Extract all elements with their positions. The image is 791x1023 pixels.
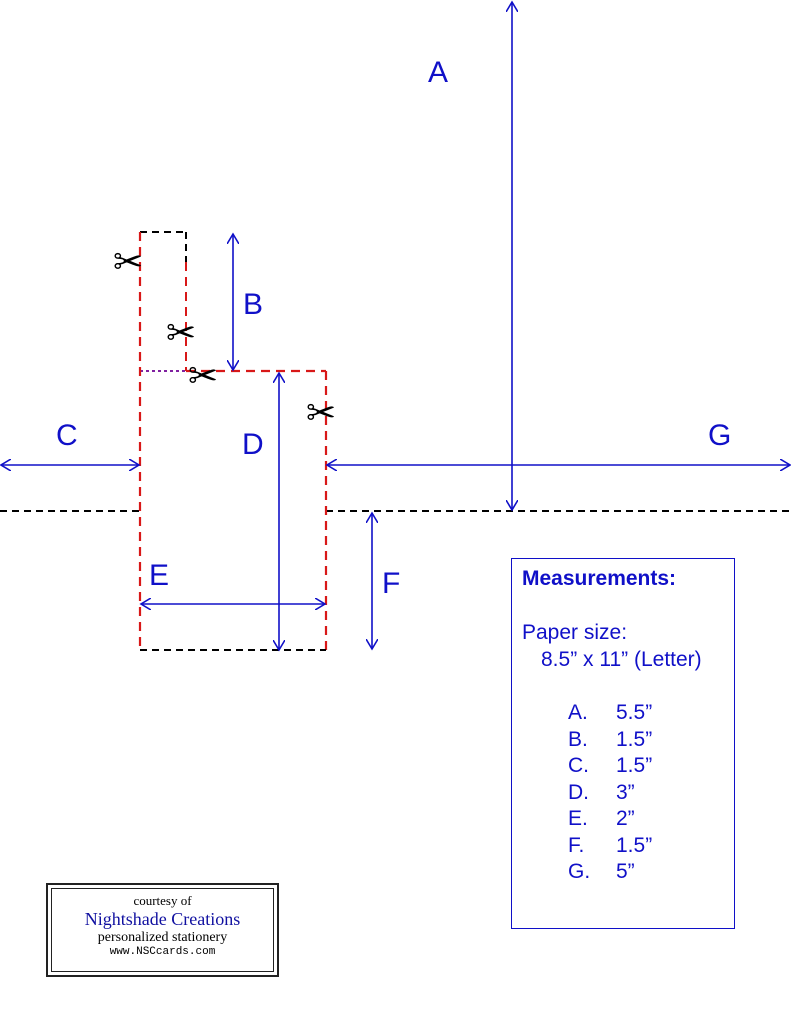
paper-size-value: 8.5” x 11” (Letter) — [541, 648, 702, 671]
measurement-value: 3” — [616, 780, 635, 804]
measurement-item: G. 5” — [568, 859, 652, 886]
scissors-icon: ✂ — [166, 313, 196, 354]
measurement-letter: G. — [568, 860, 591, 883]
dimension-e-label: E — [149, 559, 169, 592]
dimension-b-label: B — [243, 288, 263, 321]
credit-inner: courtesy of Nightshade Creations persona… — [51, 888, 274, 972]
measurement-value: 5” — [616, 860, 635, 883]
measurement-letter: F. — [568, 833, 585, 857]
scissors-icon: ✂ — [113, 242, 143, 283]
measurements-title: Measurements: — [522, 567, 677, 590]
measurement-letter: D. — [568, 780, 589, 804]
measurement-item: A. 5.5” — [568, 700, 652, 727]
measurement-item: F. 1.5” — [568, 833, 652, 860]
measurement-item: B. 1.5” — [568, 727, 652, 754]
measurement-letter: C. — [568, 754, 589, 777]
credit-box: courtesy of Nightshade Creations persona… — [46, 883, 279, 977]
scissors-icon: ✂ — [188, 356, 218, 397]
svg-text:✂: ✂ — [188, 356, 218, 397]
dimension-a-label: A — [428, 56, 448, 89]
measurements-panel: Measurements: Paper size: 8.5” x 11” (Le… — [511, 558, 735, 929]
measurement-list: A. 5.5” B. 1.5” C. 1.5” D. 3” E. 2” F. 1.5” G.… — [568, 700, 652, 886]
scissors-icon: ✂ — [306, 393, 336, 434]
measurement-value: 1.5” — [616, 833, 653, 857]
svg-text:✂: ✂ — [166, 313, 196, 354]
measurement-item: D. 3” — [568, 780, 652, 807]
credit-tagline: personalized stationery — [97, 930, 228, 945]
measurement-value: 1.5” — [616, 754, 653, 777]
dimension-c-label: C — [56, 419, 78, 452]
dimension-f-label: F — [382, 567, 400, 600]
measurement-item: E. 2” — [568, 806, 652, 833]
credit-website: www.NSCcards.com — [109, 946, 216, 958]
measurement-value: 5.5” — [616, 701, 653, 724]
dimension-d-label: D — [242, 428, 264, 461]
paper-size-label: Paper size: — [522, 621, 628, 644]
measurement-value: 2” — [616, 807, 635, 830]
credit-company: Nightshade Creations — [84, 909, 241, 929]
svg-text:✂: ✂ — [113, 242, 143, 283]
measurement-letter: A. — [568, 701, 588, 724]
svg-text:✂: ✂ — [306, 393, 336, 434]
measurement-item: C. 1.5” — [568, 753, 652, 780]
dimension-g-label: G — [708, 419, 731, 452]
measurement-letter: E. — [568, 807, 588, 830]
measurement-value: 1.5” — [616, 727, 653, 751]
credit-courtesy: courtesy of — [133, 893, 192, 908]
measurement-letter: B. — [568, 727, 588, 751]
